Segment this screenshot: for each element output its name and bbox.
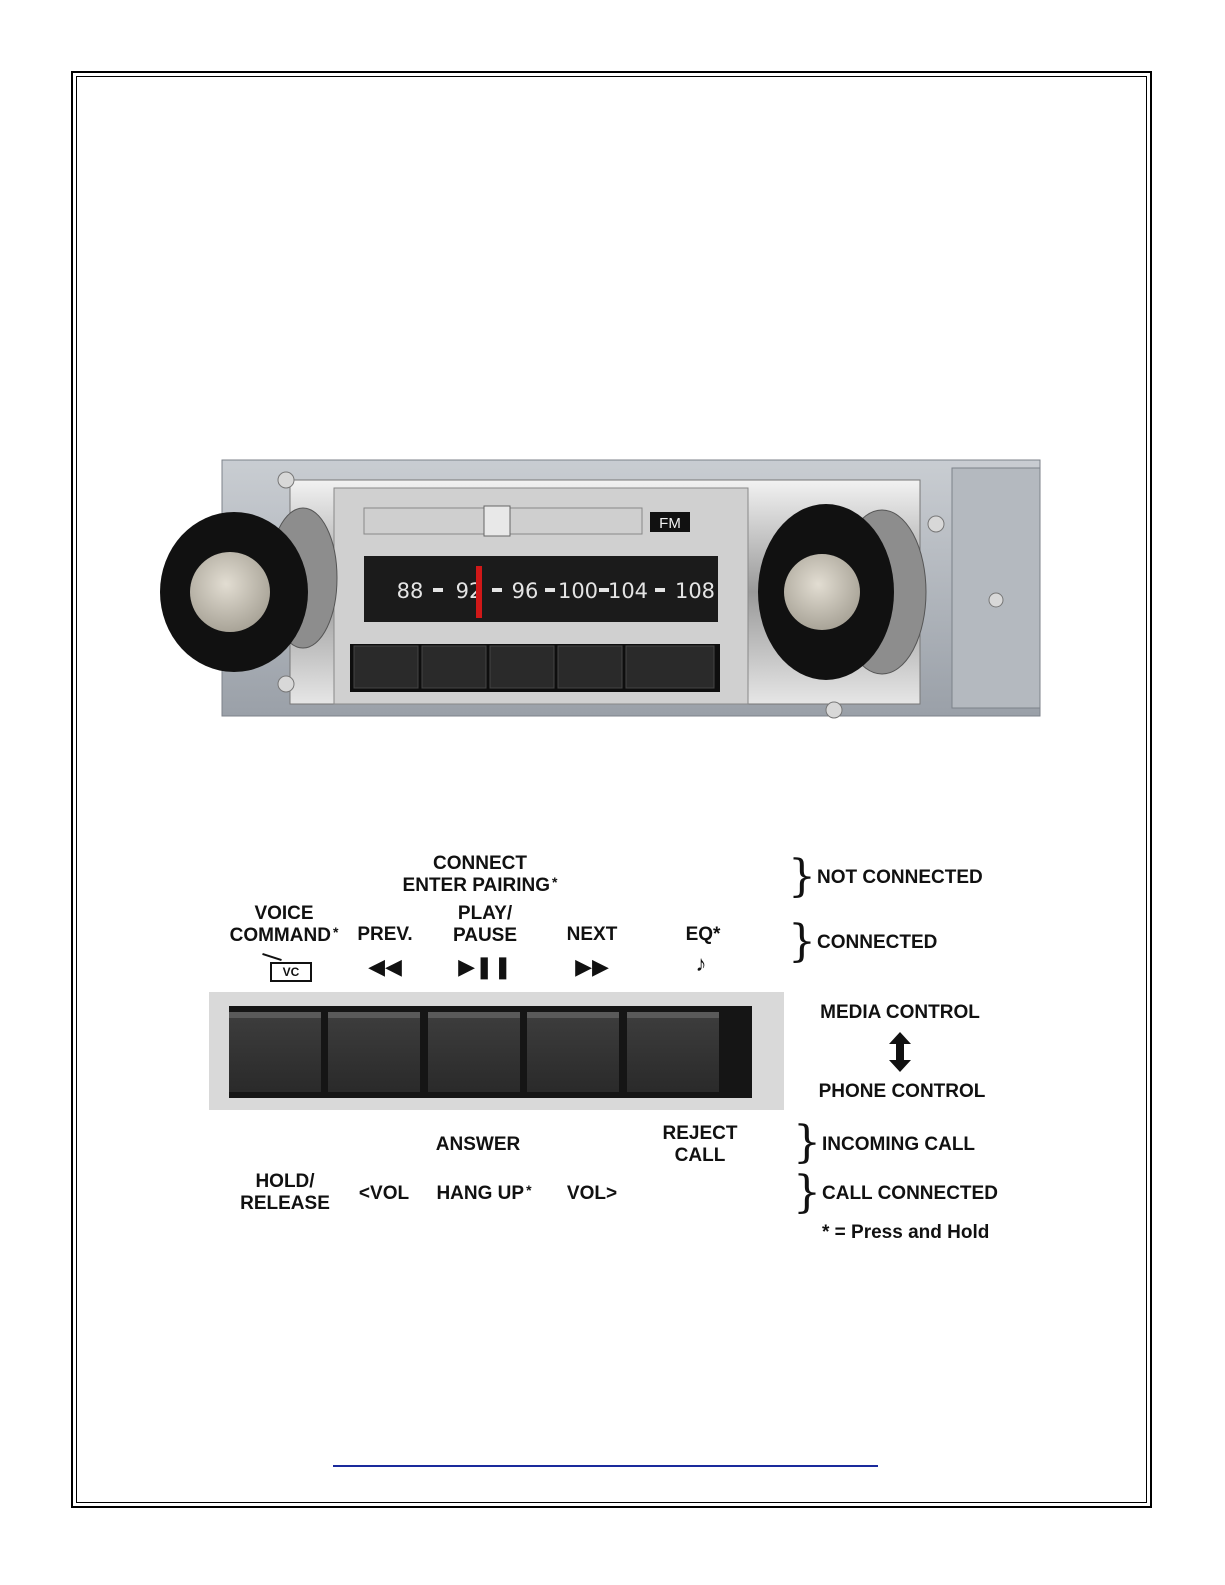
next-label: NEXT xyxy=(567,924,618,946)
dial-needle xyxy=(476,566,482,618)
panel-button-2 xyxy=(328,1012,420,1092)
play-pause-icon: ▶❚❚ xyxy=(458,955,512,979)
preset-button xyxy=(422,646,486,688)
tuner-slider-handle xyxy=(484,506,510,536)
hang-up-label: HANG UP* xyxy=(436,1183,531,1205)
phone-control-label: PHONE CONTROL xyxy=(819,1081,986,1103)
preset-button xyxy=(626,646,714,688)
connected-label: CONNECTED xyxy=(817,932,937,954)
voice-command-label: VOICE COMMAND* xyxy=(230,903,339,947)
brace-call-connected: } xyxy=(793,1171,821,1215)
vc-icon: VC xyxy=(270,962,312,982)
answer-label: ANSWER xyxy=(436,1134,520,1156)
band-label: FM xyxy=(659,515,681,532)
prev-label: PREV. xyxy=(357,924,412,946)
panel-button-5 xyxy=(627,1012,719,1092)
up-down-arrow-icon xyxy=(889,1032,911,1072)
panel-button-3 xyxy=(428,1012,520,1092)
footer-link-underline[interactable] xyxy=(333,1465,878,1467)
brace-incoming-call: } xyxy=(793,1121,821,1165)
eq-label: EQ* xyxy=(686,924,721,946)
right-knob xyxy=(758,504,926,680)
rewind-icon: ◀◀ xyxy=(368,955,402,979)
not-connected-label: NOT CONNECTED xyxy=(817,867,983,889)
dial-number: 96 xyxy=(512,579,539,603)
call-connected-label: CALL CONNECTED xyxy=(822,1183,998,1205)
music-note-icon: ♪ xyxy=(696,952,707,976)
dial-number: 88 xyxy=(397,579,424,603)
dial-number: 100 xyxy=(558,579,598,603)
hold-release-label: HOLD/ RELEASE xyxy=(240,1171,330,1215)
preset-buttons xyxy=(350,644,720,692)
brace-connected: } xyxy=(788,920,816,964)
preset-button xyxy=(558,646,622,688)
vol-down-label: <VOL xyxy=(359,1183,409,1205)
reject-call-label: REJECT CALL xyxy=(663,1123,738,1167)
panel-button-4 xyxy=(527,1012,619,1092)
press-and-hold-note: * = Press and Hold xyxy=(822,1222,989,1244)
brace-not-connected: } xyxy=(788,855,816,899)
page-border-inner xyxy=(76,76,1147,1503)
preset-button xyxy=(490,646,554,688)
incoming-call-label: INCOMING CALL xyxy=(822,1134,975,1156)
dial-number: 108 xyxy=(675,579,715,603)
fast-forward-icon: ▶▶ xyxy=(575,955,609,979)
preset-button xyxy=(354,646,418,688)
dial-number: 104 xyxy=(608,579,648,603)
connect-label: CONNECT ENTER PAIRING* xyxy=(403,853,558,897)
play-pause-label: PLAY/ PAUSE xyxy=(453,903,517,947)
vol-up-label: VOL> xyxy=(567,1183,617,1205)
panel-button-1 xyxy=(229,1012,321,1092)
media-control-label: MEDIA CONTROL xyxy=(820,1002,980,1024)
radio-illustration: FM 88 92 96 100 104 108 xyxy=(158,452,1048,724)
